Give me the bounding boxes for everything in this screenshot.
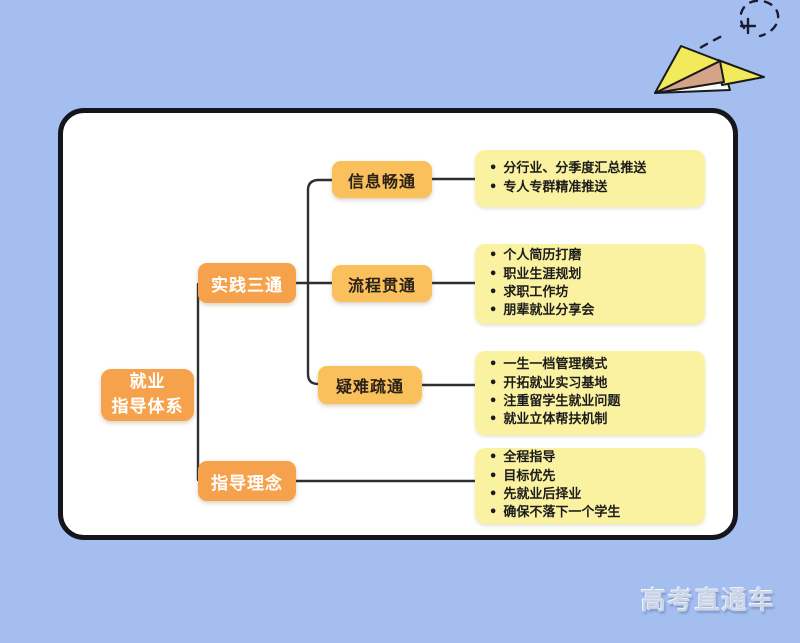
- leaf-box-difficult: 一生一档管理模式 开拓就业实习基地 注重留学生就业问题 就业立体帮扶机制: [475, 351, 705, 435]
- leaf-item: 全程指导: [489, 449, 620, 467]
- root-label-line2: 指导体系: [111, 397, 184, 417]
- leaf-item: 朋辈就业分享会: [489, 302, 594, 320]
- leaf-item: 分行业、分季度汇总推送: [489, 160, 646, 178]
- node-info-smooth: 信息畅通: [332, 161, 432, 198]
- root-label-line1: 就业: [129, 372, 166, 393]
- leaf-item: 确保不落下一个学生: [489, 504, 620, 522]
- leaf-box-info: 分行业、分季度汇总推送 专人专群精准推送: [475, 150, 705, 207]
- flight-trail-icon: [686, 0, 780, 57]
- node-branch-practice: 实践三通: [198, 263, 296, 303]
- leaf-item: 就业立体帮扶机制: [489, 411, 620, 429]
- node-difficulty-clear: 疑难疏通: [318, 366, 422, 404]
- leaf-list: 分行业、分季度汇总推送 专人专群精准推送: [489, 160, 646, 197]
- leaf-item: 职业生涯规划: [489, 266, 594, 284]
- node-root: 就业 指导体系: [101, 369, 194, 421]
- leaf-item: 一生一档管理模式: [489, 356, 620, 374]
- leaf-item: 先就业后择业: [489, 486, 620, 504]
- leaf-box-concept: 全程指导 目标优先 先就业后择业 确保不落下一个学生: [475, 448, 705, 524]
- leaf-list: 一生一档管理模式 开拓就业实习基地 注重留学生就业问题 就业立体帮扶机制: [489, 356, 620, 430]
- leaf-list: 个人简历打磨 职业生涯规划 求职工作坊 朋辈就业分享会: [489, 247, 594, 321]
- leaf-item: 注重留学生就业问题: [489, 393, 620, 411]
- paper-plane-body: [654, 45, 765, 94]
- leaf-box-process: 个人简历打磨 职业生涯规划 求职工作坊 朋辈就业分享会: [475, 244, 705, 324]
- leaf-item: 目标优先: [489, 468, 620, 486]
- node-branch-concept: 指导理念: [198, 461, 296, 501]
- leaf-item: 求职工作坊: [489, 284, 594, 302]
- node-process-through: 流程贯通: [332, 265, 432, 302]
- watermark: 高考直通车: [640, 586, 776, 615]
- paper-plane-icon: [654, 0, 780, 94]
- leaf-item: 开拓就业实习基地: [489, 375, 620, 393]
- leaf-list: 全程指导 目标优先 先就业后择业 确保不落下一个学生: [489, 449, 620, 523]
- leaf-item: 专人专群精准推送: [489, 179, 646, 197]
- leaf-item: 个人简历打磨: [489, 247, 594, 265]
